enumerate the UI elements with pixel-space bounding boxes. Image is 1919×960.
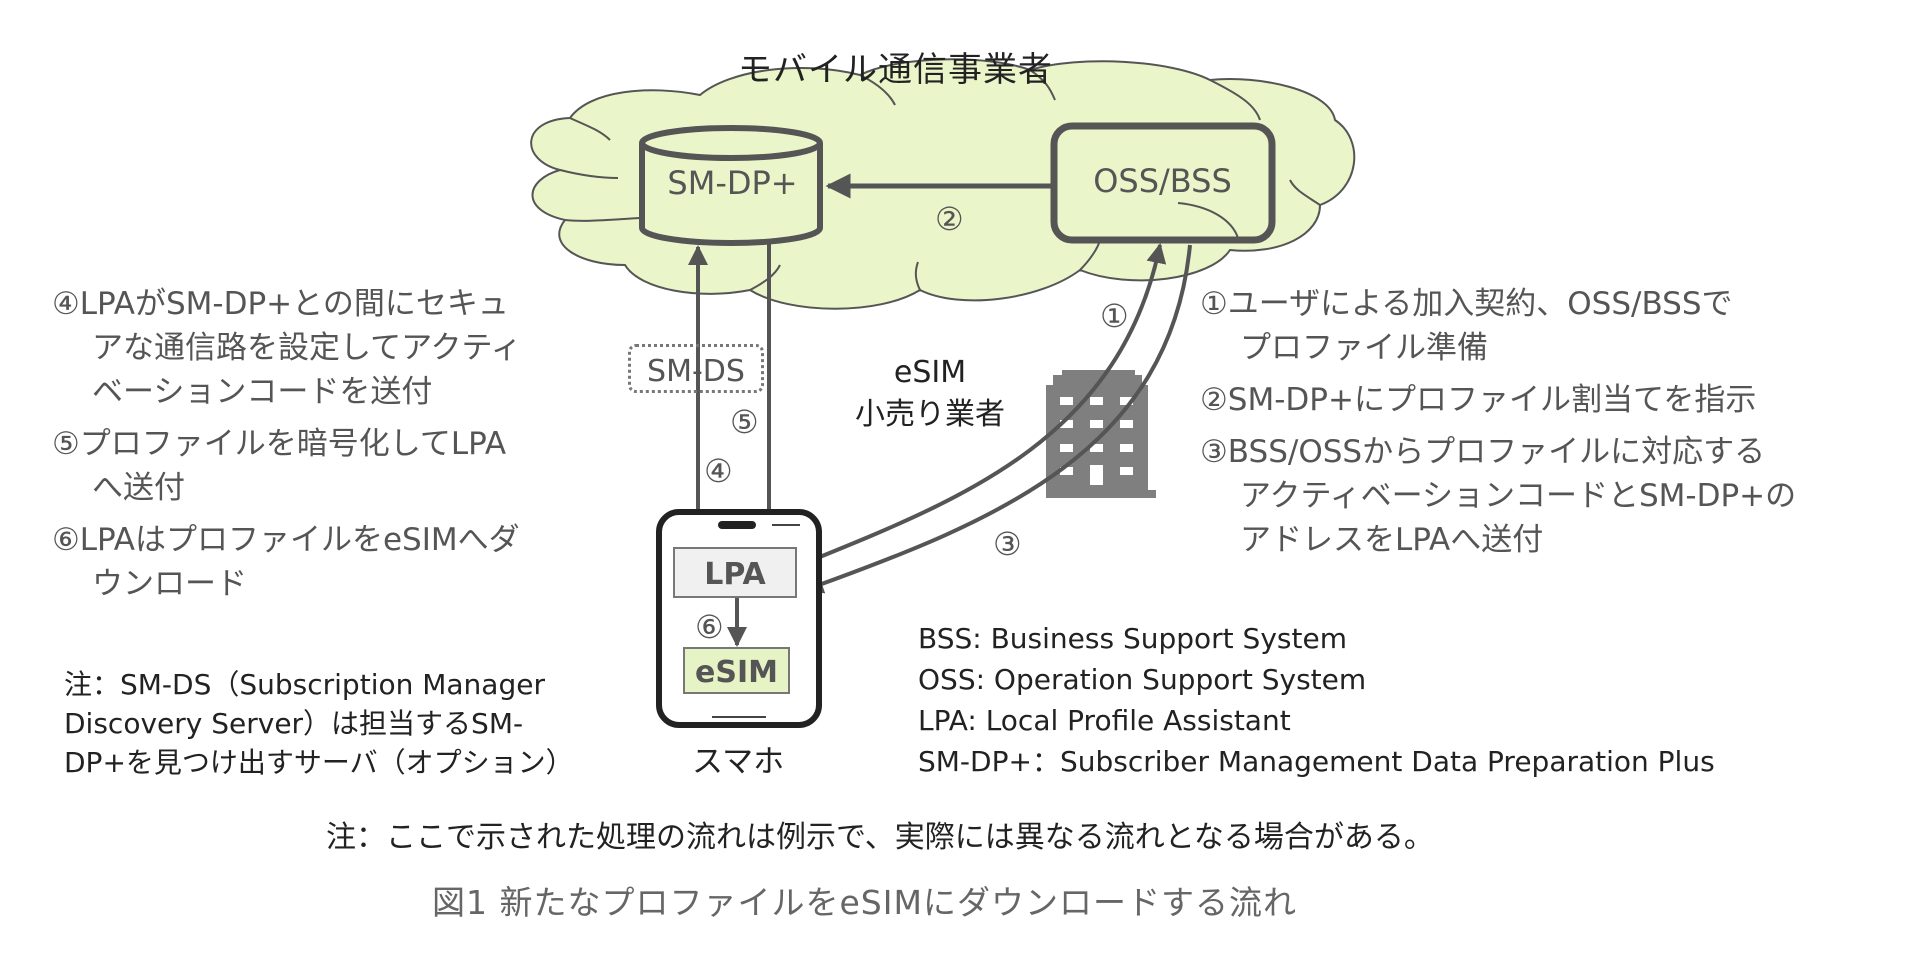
step-3-description: ③BSS/OSSからプロファイルに対応する アクティベーションコードとSM-DP… xyxy=(1200,430,1796,562)
step-1-line-2: プロファイル準備 xyxy=(1240,330,1488,366)
esim-box: eSIM xyxy=(683,647,790,694)
retailer-label: eSIM 小売り業者 xyxy=(855,352,1005,436)
glossary-bss: BSS: Business Support System xyxy=(918,622,1347,655)
lpa-box: LPA xyxy=(673,547,797,598)
arrow-step1 xyxy=(799,243,1167,567)
step-1-line-1: ①ユーザによる加入契約、OSS/BSSで xyxy=(1200,286,1733,322)
figure-caption: 図1 新たなプロファイルをeSIMにダウンロードする流れ xyxy=(432,883,1297,922)
step-5-description: ⑤プロファイルを暗号化してLPA へ送付 xyxy=(52,422,522,510)
glossary: BSS: Business Support System OSS: Operat… xyxy=(918,618,1715,782)
step-3-line-2: アクティベーションコードとSM-DP+の xyxy=(1240,478,1797,514)
step-5-line-2: へ送付 xyxy=(92,470,185,506)
phone-label: スマホ xyxy=(692,744,785,780)
step-4-line-3: ベーションコードを送付 xyxy=(92,374,433,410)
step-6-line-1: ⑥LPAはプロファイルをeSIMへダ xyxy=(52,522,520,558)
step-4-line-2: アな通信路を設定してアクティ xyxy=(92,330,522,366)
oss-bss-box xyxy=(1050,122,1276,244)
retailer-label-line2: 小売り業者 xyxy=(855,397,1005,432)
smdp-label: SM-DP+ xyxy=(667,164,798,202)
arrow-label-step3: ③ xyxy=(993,525,1022,563)
arrow-label-step1: ① xyxy=(1100,297,1129,335)
step-2-description: ②SM-DP+にプロファイル割当てを指示 xyxy=(1200,378,1796,422)
step-5-line-1: ⑤プロファイルを暗号化してLPA xyxy=(52,426,507,462)
step-3-line-1: ③BSS/OSSからプロファイルに対応する xyxy=(1200,434,1766,470)
step-6-description: ⑥LPAはプロファイルをeSIMへダ ウンロード xyxy=(52,518,522,606)
steps-left: ④LPAがSM-DP+との間にセキュ アな通信路を設定してアクティ ベーションコ… xyxy=(52,282,522,614)
smds-box: SM-DS xyxy=(628,344,764,393)
step-4-line-1: ④LPAがSM-DP+との間にセキュ xyxy=(52,286,509,322)
step-3-line-3: アドレスをLPAへ送付 xyxy=(1240,522,1544,558)
step-2-line-1: ②SM-DP+にプロファイル割当てを指示 xyxy=(1200,382,1757,418)
smds-note-line-3: DP+を見つけ出すサーバ（オプション） xyxy=(64,746,574,779)
oss-bss-label: OSS/BSS xyxy=(1093,162,1232,200)
retailer-label-line1: eSIM xyxy=(893,355,967,390)
smds-note-line-1: 注：SM-DS（Subscription Manager xyxy=(64,668,545,701)
operator-title: モバイル通信事業者 xyxy=(738,50,1053,90)
step-4-description: ④LPAがSM-DP+との間にセキュ アな通信路を設定してアクティ ベーションコ… xyxy=(52,282,522,414)
smds-note-line-2: Discovery Server）は担当するSM- xyxy=(64,707,524,740)
smdp-cylinder xyxy=(639,125,823,246)
smds-note: 注：SM-DS（Subscription Manager Discovery S… xyxy=(64,665,574,782)
arrow-label-step6: ⑥ xyxy=(695,608,724,646)
glossary-smdp: SM-DP+：Subscriber Management Data Prepar… xyxy=(918,745,1715,778)
glossary-lpa: LPA: Local Profile Assistant xyxy=(918,704,1291,737)
steps-right: ①ユーザによる加入契約、OSS/BSSで プロファイル準備 ②SM-DP+にプロ… xyxy=(1200,282,1796,570)
arrow-step3 xyxy=(803,244,1192,594)
glossary-oss: OSS: Operation Support System xyxy=(918,663,1367,696)
arrow-label-step2: ② xyxy=(935,200,964,238)
step-1-description: ①ユーザによる加入契約、OSS/BSSで プロファイル準備 xyxy=(1200,282,1796,370)
arrow-label-step5: ⑤ xyxy=(730,403,759,441)
oss-callout-line xyxy=(1177,202,1239,239)
arrow-label-step4: ④ xyxy=(704,452,733,490)
step-6-line-2: ウンロード xyxy=(92,566,247,602)
flow-note: 注：ここで示された処理の流れは例示で、実際には異なる流れとなる場合がある。 xyxy=(326,820,1434,855)
